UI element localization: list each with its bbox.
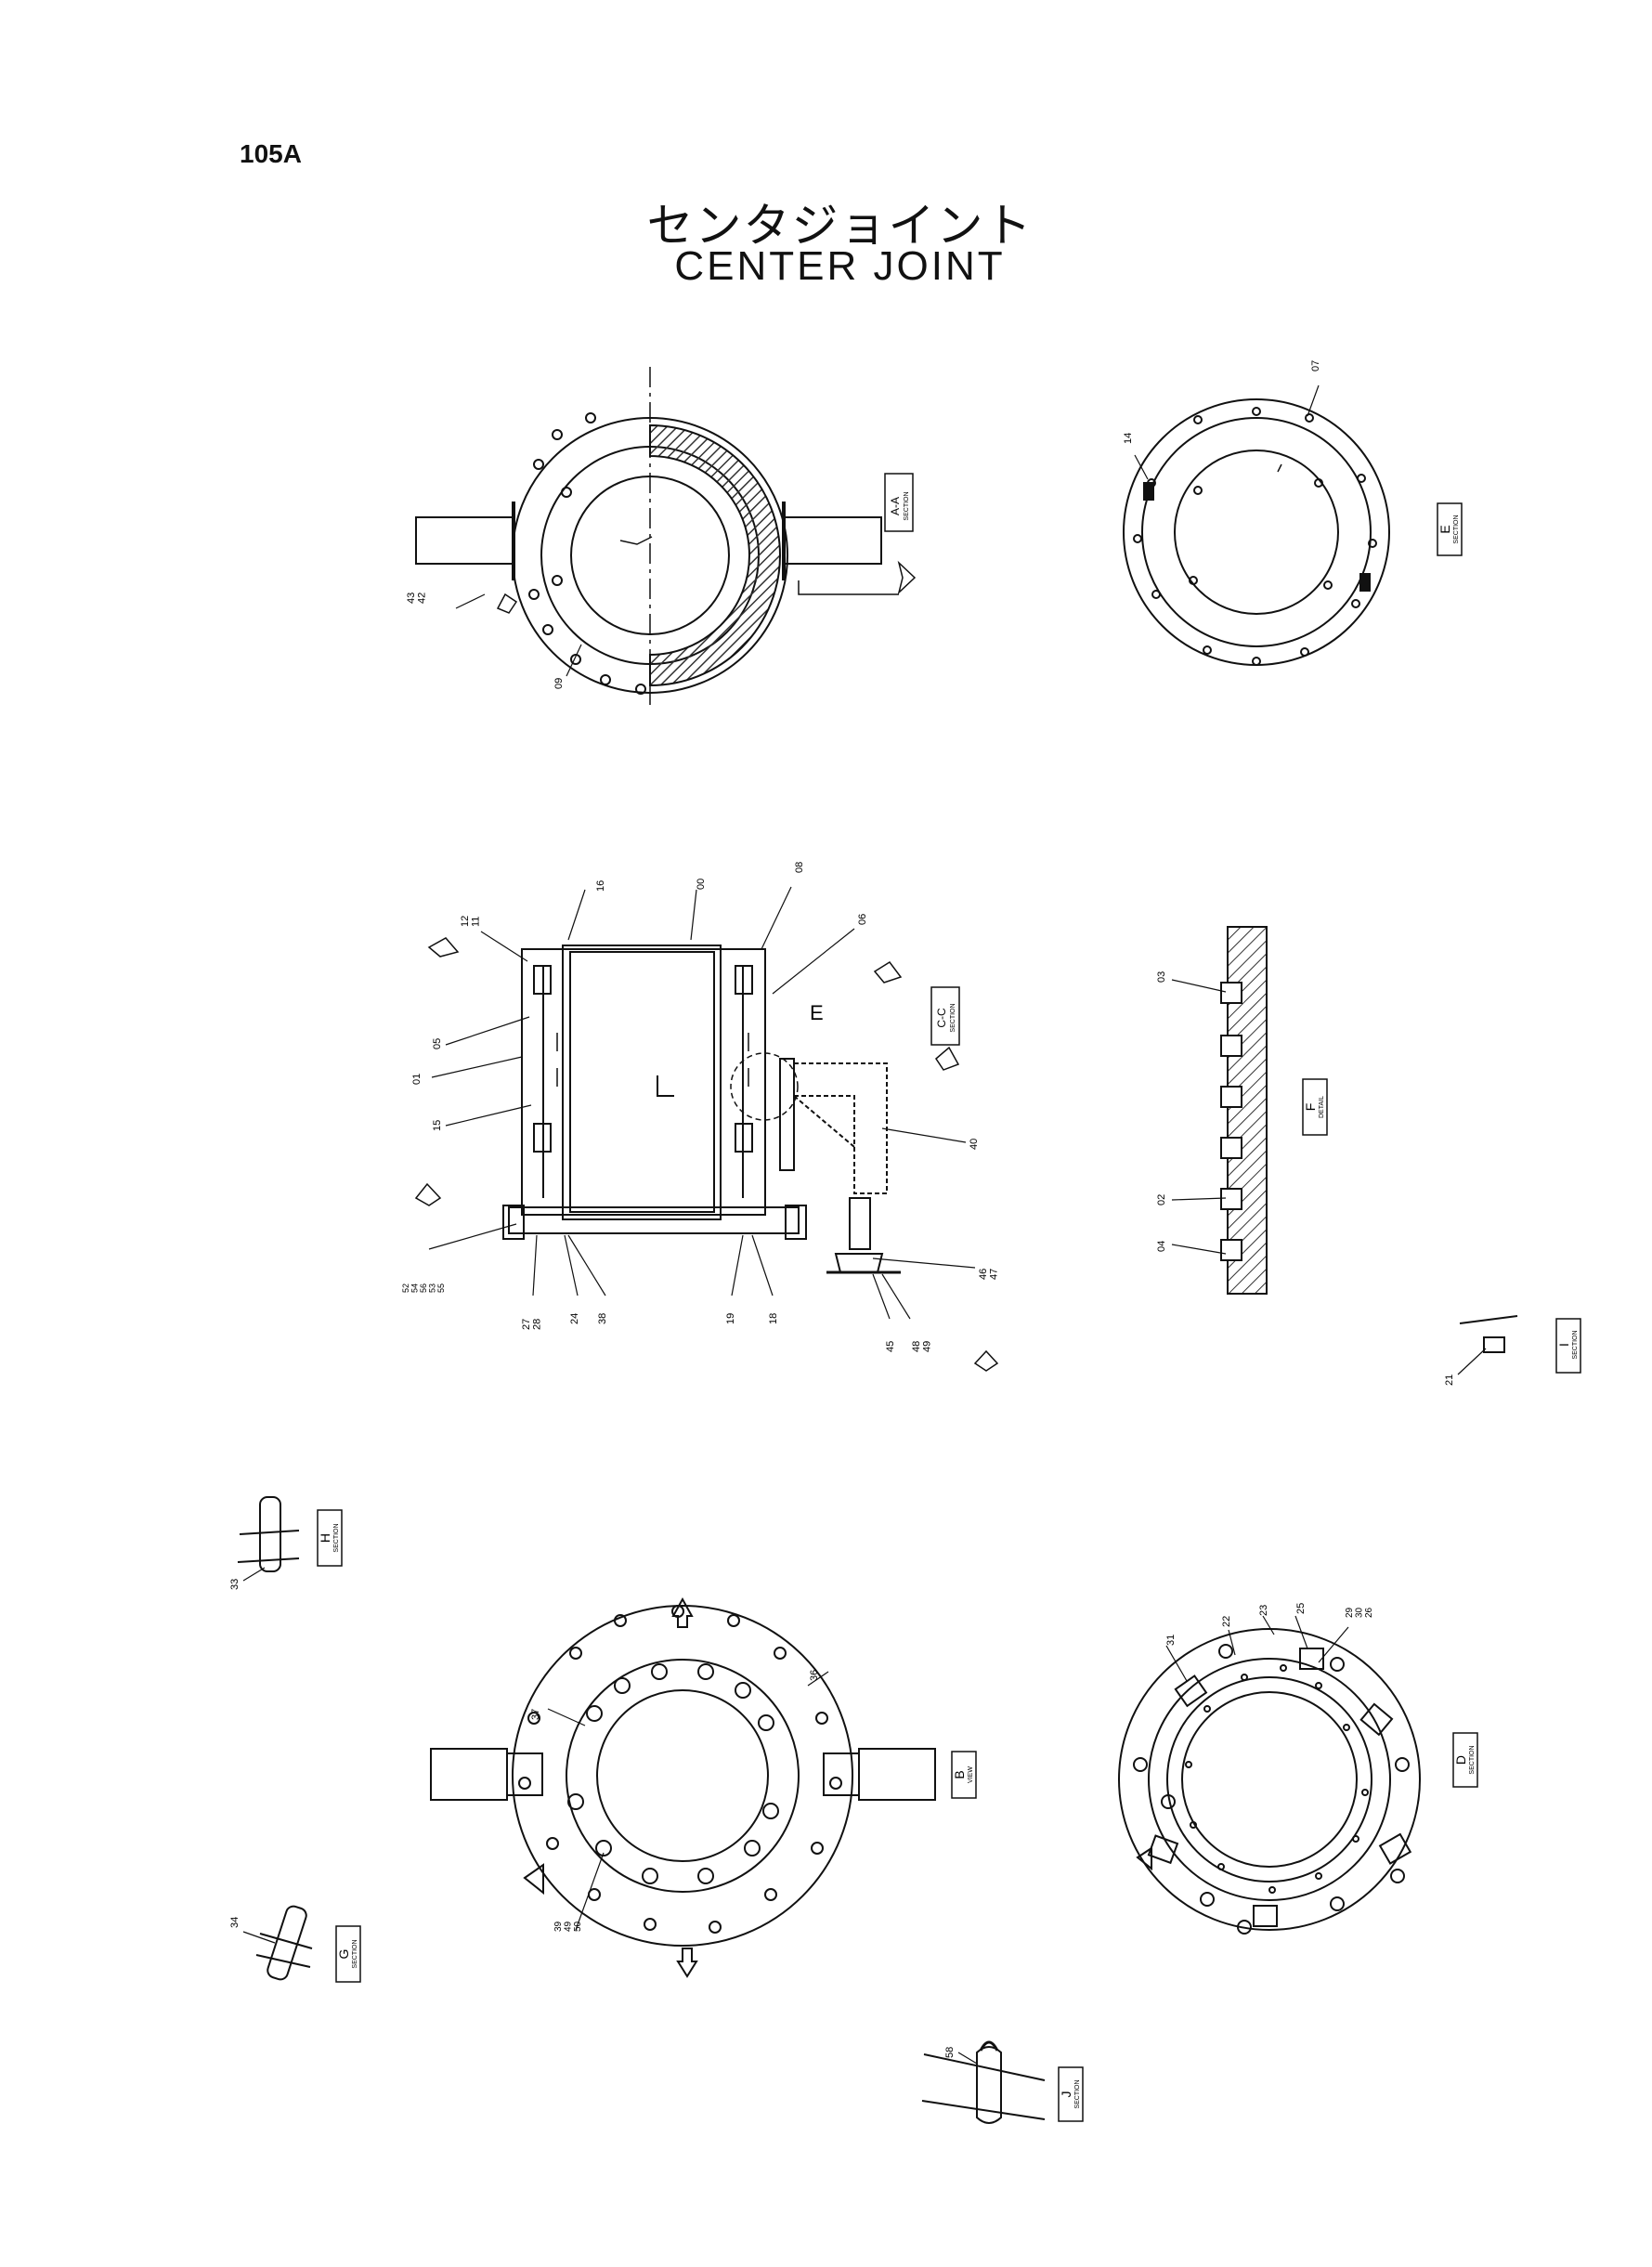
callout-01: 01: [411, 1074, 423, 1085]
section-a-a-view: [415, 367, 917, 710]
view-tag-g-caption: SECTION: [352, 1939, 358, 1968]
callout-06: 06: [857, 914, 868, 925]
section-i-view: [1457, 1315, 1518, 1375]
callout-45: 45: [885, 1341, 896, 1352]
title-english: CENTER JOINT: [674, 243, 1006, 289]
view-tag-d-letter: D: [1453, 1755, 1468, 1765]
section-e-view: [1123, 384, 1390, 666]
view-b-view: [430, 1596, 936, 1978]
view-tag-f-caption: DETAIL: [1319, 1096, 1325, 1118]
callout-40: 40: [969, 1139, 980, 1150]
view-tag-d: [1452, 1732, 1478, 1788]
view-tag-h-caption: SECTION: [333, 1523, 340, 1552]
callout-05: 05: [432, 1038, 443, 1049]
callout-09: 09: [553, 678, 565, 689]
view-tag-b: [951, 1751, 977, 1799]
view-tag-j: [1058, 2066, 1084, 2122]
view-tag-i-caption: SECTION: [1572, 1330, 1579, 1359]
detail-label-e: E: [810, 1001, 824, 1024]
view-tag-a-a-caption: SECTION: [904, 491, 910, 520]
view-tag-e-letter: E: [1437, 525, 1452, 533]
callout-16: 16: [595, 880, 606, 892]
view-tag-e: [1437, 502, 1463, 556]
callout-36: 36: [809, 1670, 820, 1681]
callout-25: 25: [1295, 1603, 1307, 1614]
callout-07: 07: [1310, 360, 1321, 371]
view-tag-a-a: [884, 473, 914, 532]
view-tag-c-c-letter: C-C: [935, 1008, 948, 1028]
callout-43-42: 4342: [406, 593, 428, 604]
callout-14: 14: [1123, 433, 1134, 444]
callout-52-55: 5254565355: [401, 1283, 446, 1293]
view-tag-d-caption: SECTION: [1469, 1745, 1476, 1774]
page-number: 105A: [240, 139, 302, 168]
view-tag-f: [1302, 1078, 1328, 1136]
callout-23: 23: [1258, 1605, 1269, 1616]
title-japanese: センタジョイント: [646, 200, 1034, 252]
view-tag-h-letter: H: [318, 1533, 332, 1543]
callout-22: 22: [1221, 1616, 1232, 1627]
callout-48-49: 4849: [911, 1341, 933, 1352]
section-j-view: [921, 2040, 1046, 2124]
section-h-view: [237, 1496, 300, 1582]
callout-27-28: 2728: [521, 1319, 543, 1330]
view-tag-c-c-caption: SECTION: [950, 1003, 956, 1032]
detail-f-view: [1171, 926, 1268, 1295]
section-d-view: [1118, 1615, 1421, 1935]
callout-58: 58: [944, 2047, 956, 2058]
callout-31: 31: [1165, 1635, 1177, 1646]
callout-00: 00: [696, 879, 707, 890]
callout-38: 38: [597, 1313, 608, 1324]
callout-37: 37: [530, 1709, 541, 1720]
section-g-view: [242, 1905, 313, 1981]
view-tag-h: [317, 1509, 343, 1567]
callout-18: 18: [768, 1313, 779, 1324]
callout-02: 02: [1156, 1194, 1167, 1205]
callout-29-26: 293026: [1345, 1607, 1374, 1618]
callout-15: 15: [432, 1120, 443, 1131]
callout-12-11: 1211: [460, 916, 482, 927]
view-tag-a-a-letter: A-A: [889, 497, 902, 515]
view-tag-f-letter: F: [1303, 1103, 1318, 1112]
callout-04: 04: [1156, 1241, 1167, 1252]
callout-39-50: 394950: [553, 1921, 583, 1932]
section-c-c-view: [414, 886, 999, 1372]
callout-19: 19: [725, 1313, 736, 1324]
view-tag-e-caption: SECTION: [1453, 515, 1460, 543]
view-tag-g-letter: G: [336, 1949, 351, 1960]
callout-21: 21: [1444, 1375, 1455, 1386]
callout-33: 33: [229, 1579, 241, 1590]
view-tag-b-caption: VIEW: [968, 1766, 974, 1783]
view-tag-c-c: [930, 986, 960, 1046]
callout-03: 03: [1156, 971, 1167, 983]
callout-46-47: 4647: [978, 1269, 1000, 1280]
callout-08: 08: [794, 862, 805, 873]
callout-24: 24: [569, 1313, 580, 1324]
view-tag-j-letter: J: [1059, 2091, 1073, 2098]
view-tag-g: [335, 1925, 361, 1983]
callout-34: 34: [229, 1917, 241, 1928]
view-tag-b-letter: B: [952, 1770, 967, 1778]
view-tag-i: [1555, 1318, 1581, 1374]
view-tag-j-caption: SECTION: [1074, 2079, 1081, 2108]
view-tag-i-letter: I: [1556, 1343, 1571, 1347]
